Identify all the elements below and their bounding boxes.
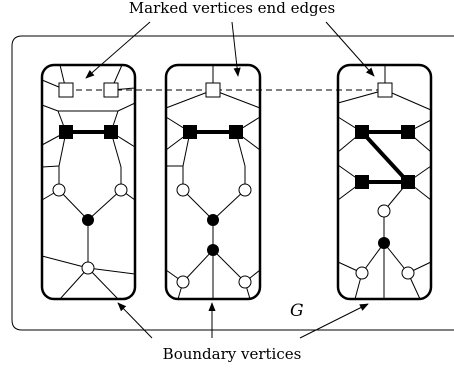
graph-region-outline [11, 35, 454, 331]
piece-2-boundary-vertex [238, 275, 252, 289]
piece-3-solid-square [401, 125, 415, 139]
graph-label: G [290, 301, 304, 321]
piece-2-edges [165, 65, 261, 300]
piece-1-boundary-vertex [81, 261, 95, 275]
piece-1-marked-vertex-left [58, 82, 74, 98]
top-annotation-arrows [85, 21, 375, 79]
bottom-annotation: Boundary vertices [163, 345, 302, 363]
piece-3-edges [337, 65, 432, 300]
piece-2-solid-vertex [207, 214, 219, 226]
piece-3-solid-vertex [378, 237, 390, 249]
piece-2-solid-square-right [229, 125, 243, 139]
piece-3-boundary-vertex [377, 204, 391, 218]
piece-3-boundary-vertex [355, 266, 369, 280]
piece-2-boundary-vertex [176, 275, 190, 289]
piece-1-boundary-vertex [114, 183, 128, 197]
piece-2 [164, 63, 262, 301]
top-annotation: Marked vertices end edges [129, 0, 335, 17]
piece-3-boundary-vertex [401, 266, 415, 280]
piece-3-solid-square [355, 175, 369, 189]
piece-1 [40, 63, 137, 301]
piece-1-solid-square-left [59, 125, 73, 139]
bottom-annotation-arrows [117, 302, 369, 339]
piece-3-marked-vertex [377, 82, 393, 98]
piece-2-solid-vertex [207, 244, 219, 256]
piece-3-solid-square [355, 125, 369, 139]
piece-1-boundary-vertex [52, 183, 66, 197]
piece-2-boundary-vertex [238, 183, 252, 197]
piece-1-marked-vertex-right [103, 82, 119, 98]
piece-3-solid-square [401, 175, 415, 189]
piece-2-boundary-vertex [176, 183, 190, 197]
piece-2-solid-square-left [183, 125, 197, 139]
piece-1-boundary [40, 63, 137, 301]
piece-1-solid-square-right [104, 125, 118, 139]
piece-2-marked-vertex [205, 82, 221, 98]
piece-3 [336, 63, 433, 301]
piece-1-solid-vertex [82, 214, 94, 226]
